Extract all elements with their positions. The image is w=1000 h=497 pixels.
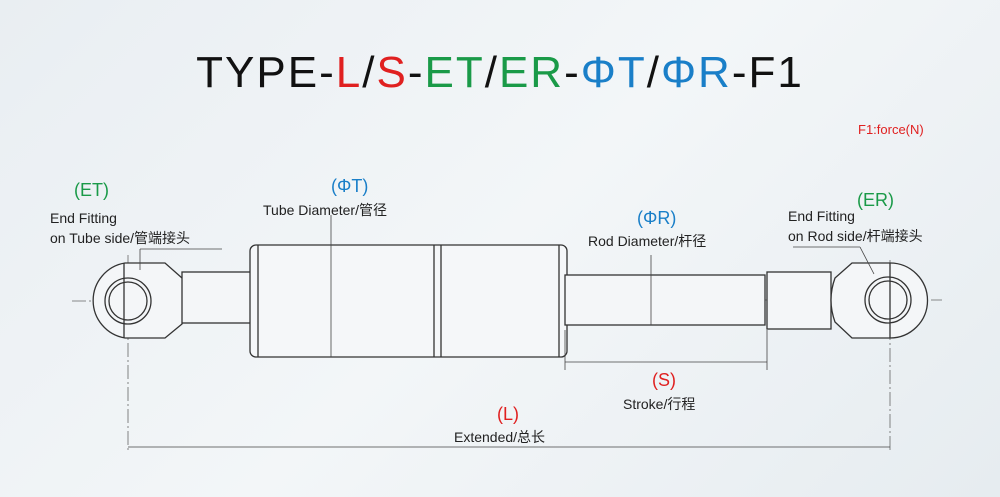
piston-rod [564, 274, 766, 326]
title-s: S [376, 48, 408, 97]
et-label-line1: End Fitting [50, 210, 117, 226]
title-slash: / [646, 48, 661, 97]
rod-collar [766, 271, 832, 330]
title-l: L [335, 48, 363, 97]
title-f1: F1 [748, 48, 804, 97]
title-dash: - [731, 48, 749, 97]
title-dash: - [407, 48, 425, 97]
phi-r-code: (ΦR) [637, 208, 677, 228]
title-dash: - [319, 48, 336, 97]
tube-body [249, 244, 568, 358]
et-code: (ET) [74, 180, 109, 200]
er-label-line1: End Fitting [788, 208, 855, 224]
title-er: ER [498, 48, 565, 97]
dimension-lines [128, 215, 890, 448]
tube-diameter-label: Tube Diameter/管径 [263, 202, 387, 218]
title-slash: / [362, 48, 377, 97]
length-code: (L) [497, 404, 519, 424]
force-note: F1:force(N) [858, 122, 924, 137]
et-label-line2: on Tube side/管端接头 [50, 230, 191, 246]
extended-length-label: Extended/总长 [454, 429, 546, 445]
er-label-line2: on Rod side/杆端接头 [788, 228, 923, 244]
type-code-title: TYPE-L/S-ET/ER-ΦT/ΦR-F1 [0, 48, 1000, 98]
title-et: ET [424, 48, 485, 97]
title-phi-r: ΦR [660, 48, 732, 97]
tube-neck [181, 271, 252, 324]
tube-end-fitting [92, 262, 187, 339]
rod-end-fitting [830, 262, 929, 339]
title-dash: - [564, 48, 581, 97]
phi-t-code: (ΦT) [331, 176, 369, 196]
stroke-code: (S) [652, 370, 676, 390]
stroke-label: Stroke/行程 [623, 396, 696, 412]
title-slash: / [484, 48, 499, 97]
rod-diameter-label: Rod Diameter/杆径 [588, 233, 707, 249]
title-phi-t: ΦT [580, 48, 647, 97]
er-code: (ER) [857, 190, 894, 210]
title-type: TYPE [196, 48, 320, 97]
